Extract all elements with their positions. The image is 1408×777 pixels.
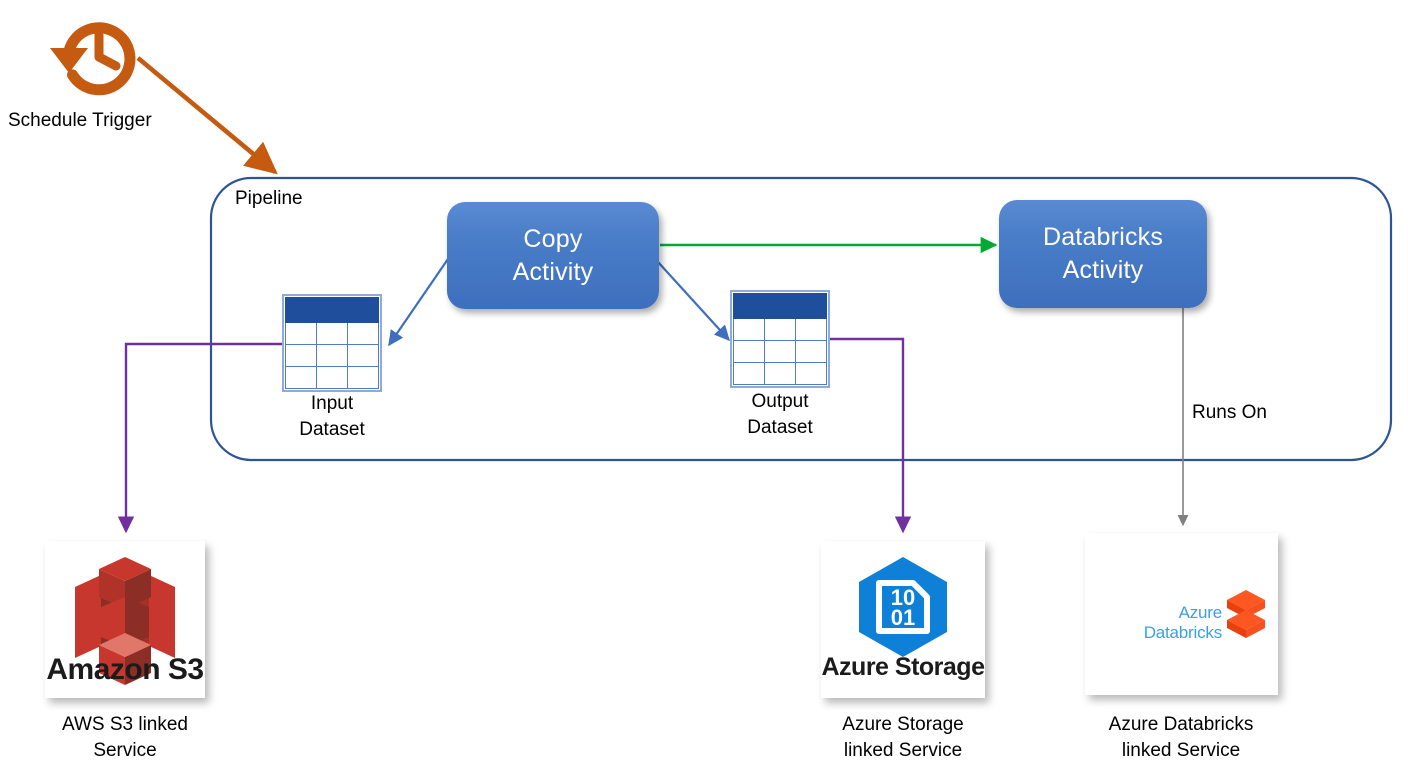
azure-databricks-linked-service-caption: Azure Databricks linked Service xyxy=(1108,714,1254,761)
runs-on-edge-label: Runs On xyxy=(1192,402,1267,423)
pipeline-label: Pipeline xyxy=(235,188,303,209)
azure-storage-badge-top: 10 xyxy=(891,585,915,610)
azure-storage-badge-bottom: 01 xyxy=(891,605,915,630)
azure-storage-logo-text: Azure Storage xyxy=(821,653,985,681)
output-dataset-table-icon[interactable] xyxy=(730,290,830,388)
amazon-s3-logo-text: Amazon S3 xyxy=(46,653,204,686)
input-dataset-label-line2: Dataset xyxy=(299,419,365,440)
copy-activity-node[interactable]: Copy Activity xyxy=(447,202,659,309)
azure-databricks-logo-text: Azure Databricks xyxy=(1143,603,1223,642)
azure-storage-logo-card[interactable]: 10 01 Azure Storage xyxy=(821,541,985,698)
edge-copy-to-input xyxy=(388,255,451,347)
schedule-clock-icon xyxy=(44,4,148,102)
input-dataset-label-line1: Input xyxy=(310,393,354,414)
amazon-s3-logo xyxy=(75,557,175,685)
databricks-activity-label-line1: Databricks xyxy=(1042,223,1164,251)
azure-databricks-logo-card[interactable]: Azure Databricks xyxy=(1085,533,1278,695)
databricks-activity-label-line2: Activity xyxy=(1062,256,1144,284)
output-dataset-label-line1: Output xyxy=(751,391,809,412)
output-dataset-label: Output Dataset xyxy=(680,389,880,441)
pipeline-container xyxy=(209,176,1393,462)
databricks-activity-node[interactable]: Databricks Activity xyxy=(999,200,1207,308)
edge-output-to-storage xyxy=(830,337,912,534)
azure-storage-logo: 10 01 xyxy=(859,557,947,657)
aws-s3-linked-service-caption: AWS S3 linked Service xyxy=(61,714,188,761)
input-dataset-label: Input Dataset xyxy=(232,391,432,443)
schedule-trigger-label: Schedule Trigger xyxy=(8,110,152,131)
edge-copy-to-output xyxy=(657,261,730,341)
copy-activity-label-line2: Activity xyxy=(512,257,594,286)
edge-input-to-s3 xyxy=(117,342,282,534)
azure-storage-linked-service-caption: Azure Storage linked Service xyxy=(842,714,964,761)
output-dataset-label-line2: Dataset xyxy=(747,417,813,438)
amazon-s3-logo-card[interactable]: Amazon S3 xyxy=(45,541,205,698)
databricks-bricks-icon xyxy=(1227,590,1265,638)
input-dataset-table-icon[interactable] xyxy=(282,294,382,392)
copy-activity-label-line1: Copy xyxy=(523,224,583,253)
edge-trigger-to-pipeline xyxy=(136,56,278,175)
